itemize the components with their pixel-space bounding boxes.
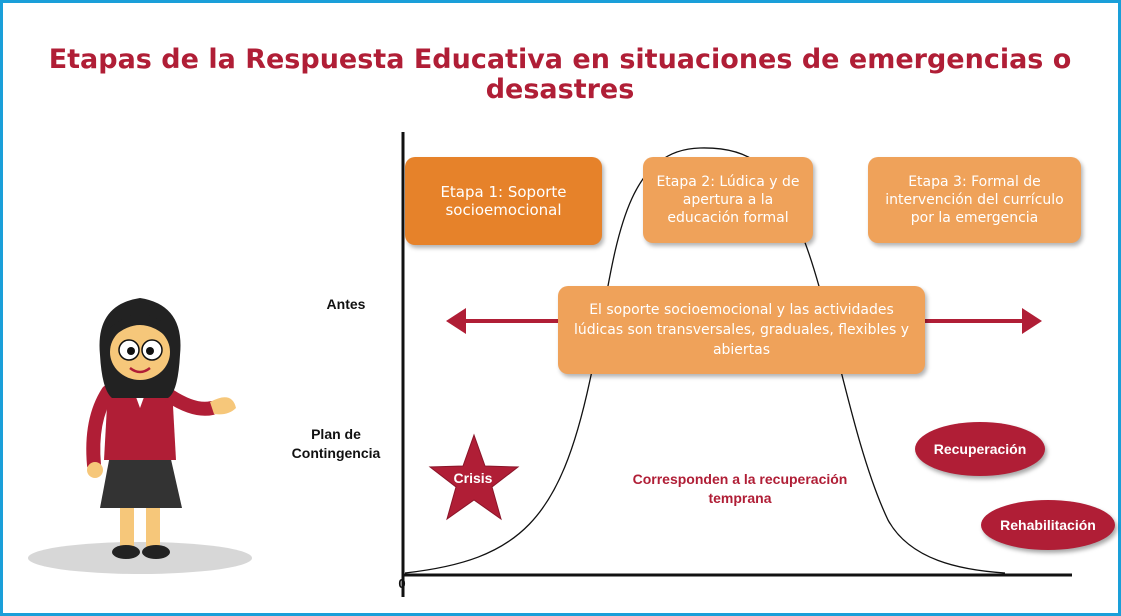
crisis-star-icon [428,433,520,521]
stage-3-box: Etapa 3: Formal de intervención del curr… [868,157,1081,243]
slide-title: Etapas de la Respuesta Educativa en situ… [48,44,1072,105]
teacher-character-icon [28,298,252,574]
axis-label-antes: Antes [326,296,366,312]
recovery-badge: Recuperación [915,422,1045,476]
stage-1-box: Etapa 1: Soporte socioemocional [405,157,602,245]
rehabilitation-badge: Rehabilitación [981,500,1115,550]
arrow-right-head [1022,308,1042,334]
axis-label-zero: 0 [398,576,406,591]
crisis-label: Crisis [453,470,493,486]
early-recovery-label: Corresponden a la recuperación temprana [632,471,848,506]
stage-2-box: Etapa 2: Lúdica y de apertura a la educa… [643,157,813,243]
transversal-box: El soporte socioemocional y las activida… [558,286,925,374]
arrow-left-head [446,308,466,334]
axis-label-plan: Plan de Contingencia [291,426,381,461]
